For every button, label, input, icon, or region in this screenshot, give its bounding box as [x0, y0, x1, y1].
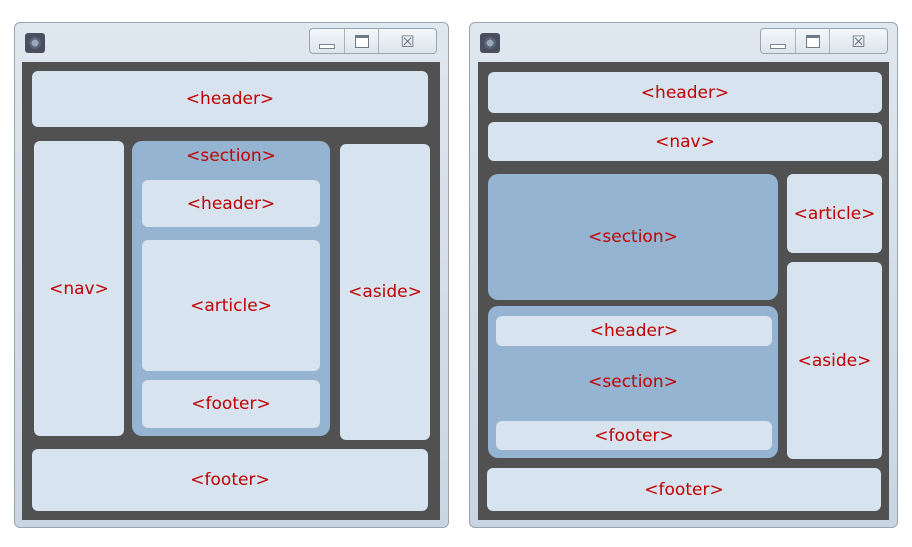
right-layout-frame: <header> <nav> <section> <article> <sect…	[478, 62, 889, 520]
article-block: <article>	[787, 174, 882, 253]
minimize-icon[interactable]	[310, 29, 344, 53]
section-footer-block: <footer>	[142, 380, 320, 428]
footer-block: <footer>	[32, 449, 428, 511]
window-controls: ☒	[760, 28, 888, 54]
section-article-block: <article>	[142, 240, 320, 371]
maximize-icon[interactable]	[344, 29, 378, 53]
close-icon[interactable]: ☒	[829, 29, 887, 53]
left-layout-frame: <header> <nav> <section> <header> <artic…	[22, 62, 440, 520]
footer-block: <footer>	[487, 468, 881, 511]
section-header-block: <header>	[142, 180, 320, 227]
inner-header-block: <header>	[496, 316, 772, 346]
aside-block: <aside>	[787, 262, 882, 459]
window-controls: ☒	[309, 28, 437, 54]
header-block: <header>	[32, 71, 428, 127]
section-label: <section>	[186, 146, 276, 166]
app-icon	[25, 33, 45, 53]
minimize-icon[interactable]	[761, 29, 795, 53]
nav-block: <nav>	[34, 141, 124, 436]
inner-footer-block: <footer>	[496, 421, 772, 450]
section-block: <section>	[488, 174, 778, 300]
app-icon	[480, 33, 500, 53]
aside-block: <aside>	[340, 144, 430, 440]
header-block: <header>	[488, 72, 882, 113]
nav-block: <nav>	[488, 122, 882, 161]
close-icon[interactable]: ☒	[378, 29, 436, 53]
maximize-icon[interactable]	[795, 29, 829, 53]
